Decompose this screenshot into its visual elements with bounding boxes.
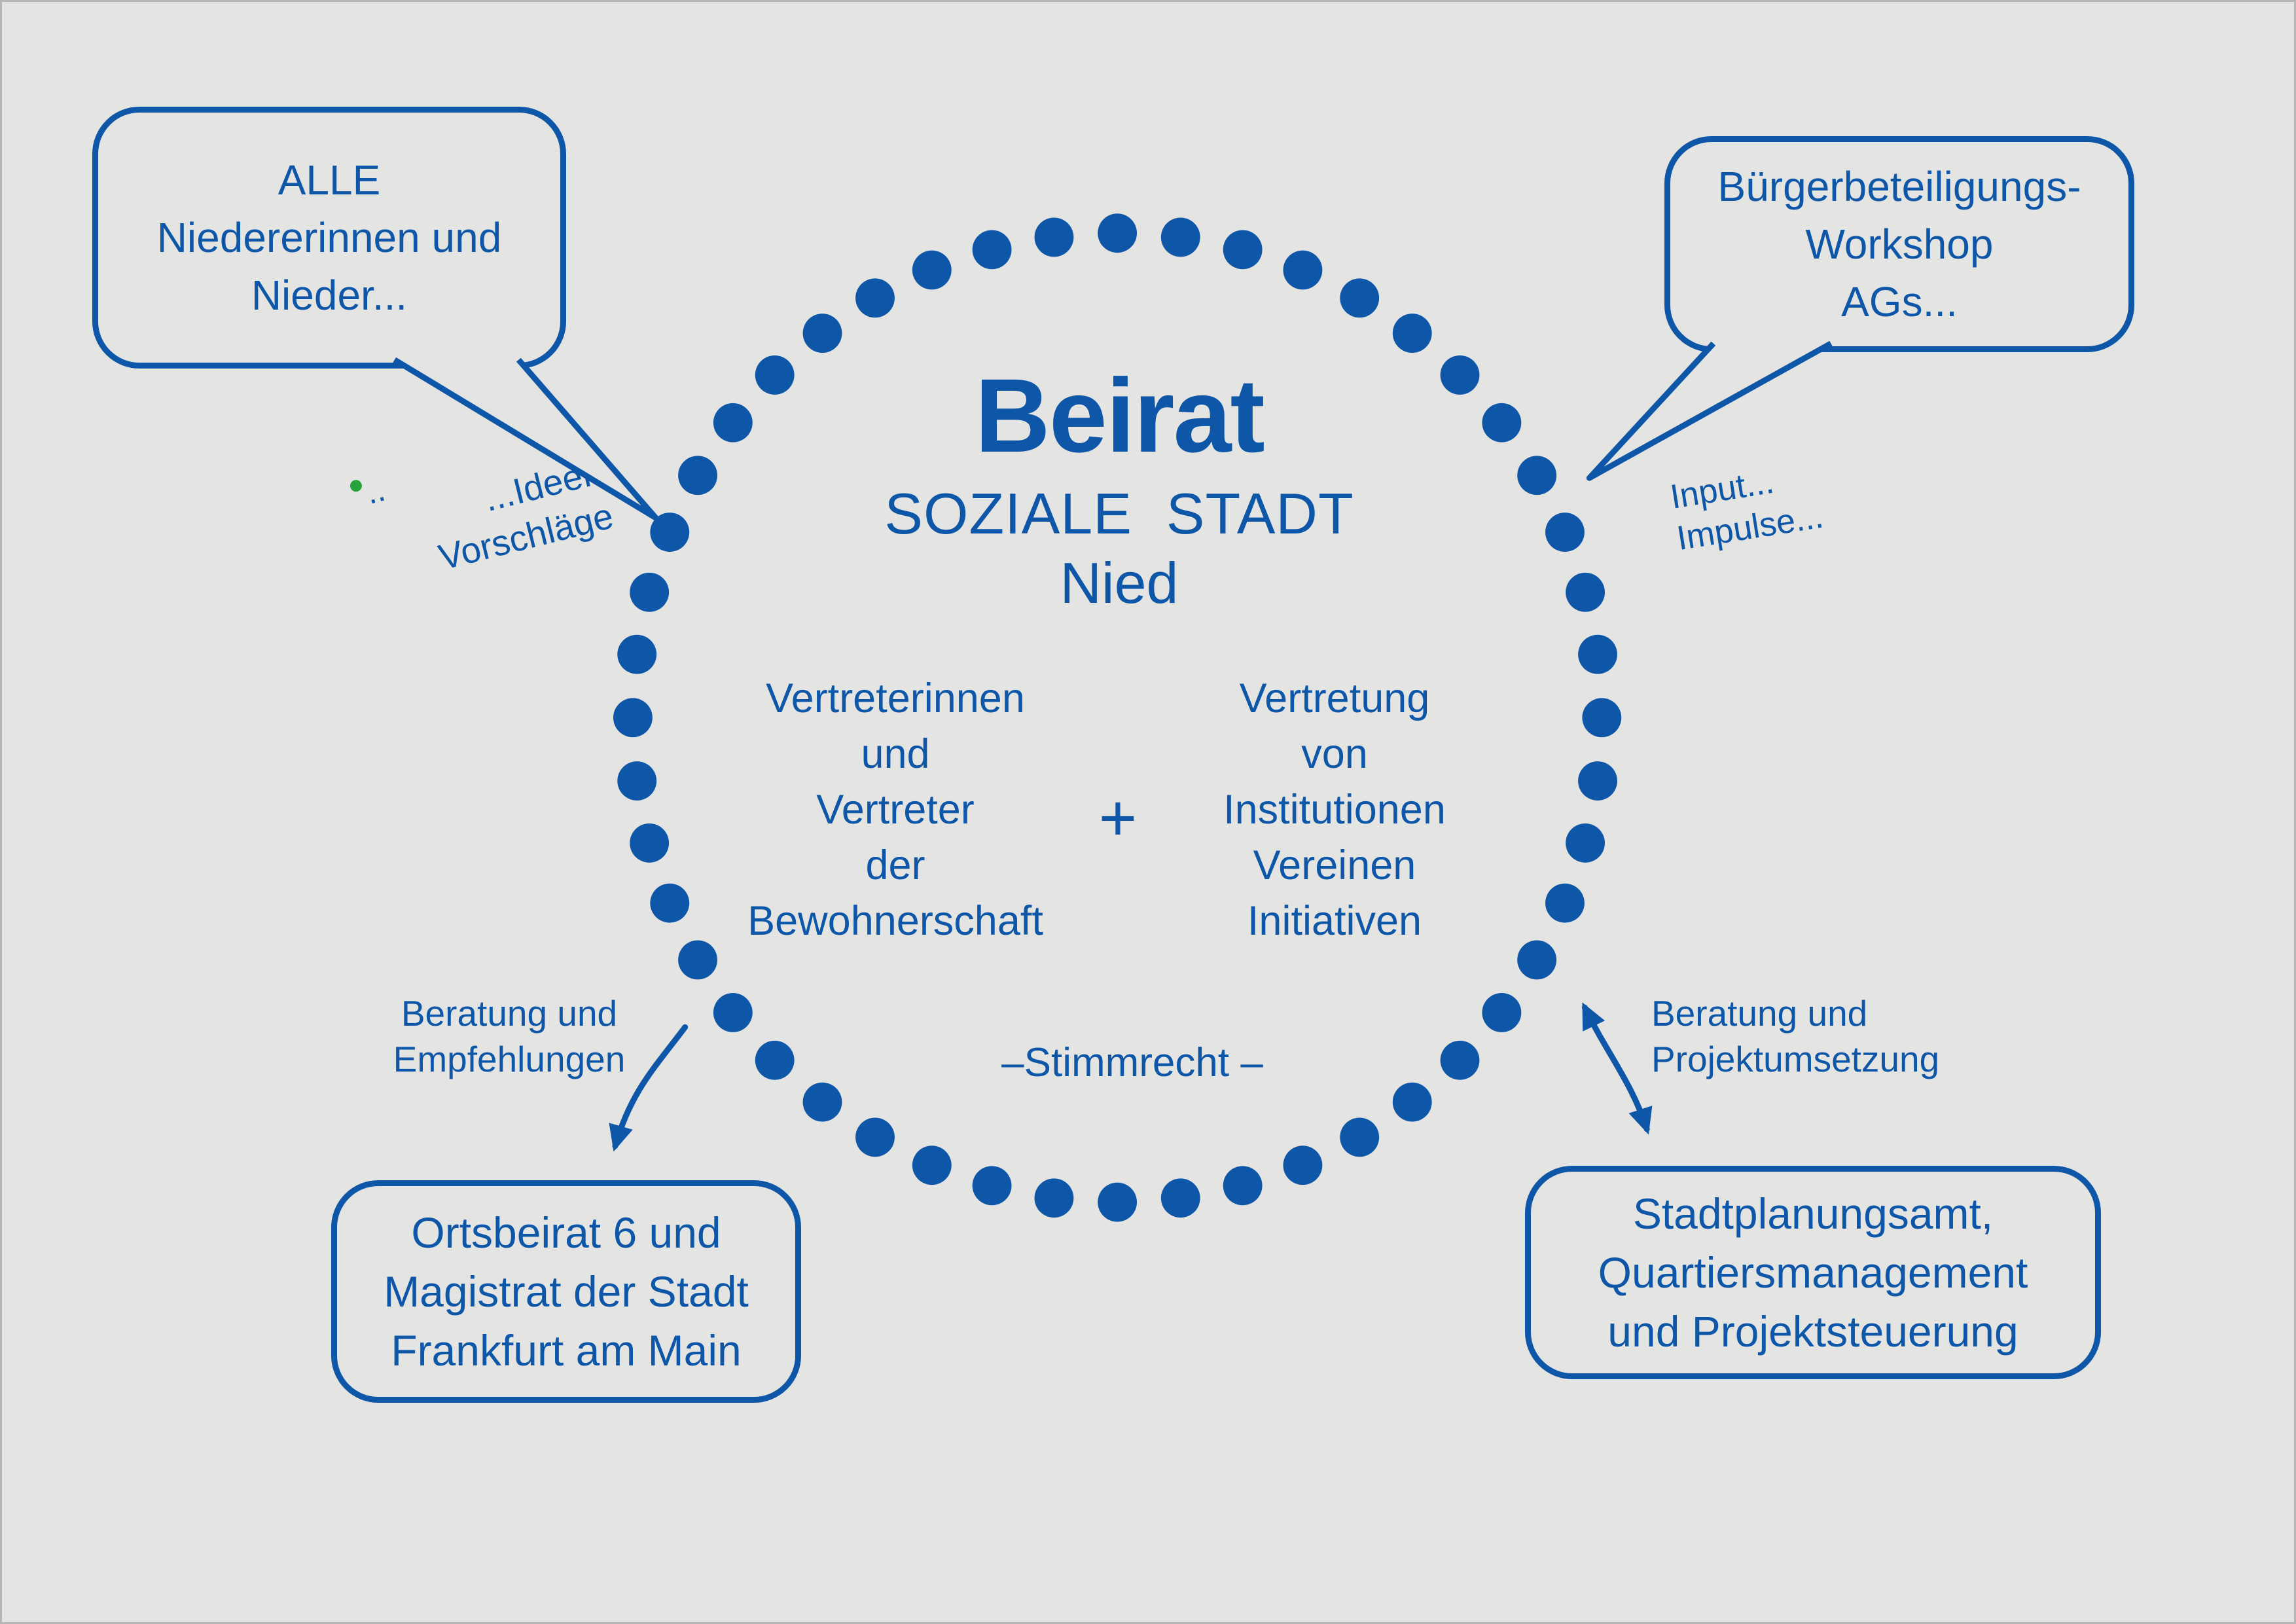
ring-dot [1223,1166,1263,1206]
voting-rights-label: –Stimmrecht – [1001,1040,1263,1085]
box-line: Magistrat der Stadt [384,1267,749,1316]
column-line: Initiativen [1247,898,1422,944]
label-line: Beratung und [401,993,618,1034]
label-beratung-empfehlungen: Beratung und Empfehlungen [388,990,630,1082]
box-line: Ortsbeirat 6 und [411,1208,721,1257]
bubble-line: Bürgerbeteiligungs- [1717,163,2081,210]
ring-dot [650,883,690,923]
box-ortsbeirat: Ortsbeirat 6 und Magistrat der Stadt Fra… [331,1180,801,1403]
box-line: und Projektsteuerung [1607,1307,2018,1356]
ring-dot [912,1146,952,1185]
column-line: Vertreterinnen [766,676,1025,721]
ring-dot [755,1040,795,1080]
ring-dot [972,1166,1012,1206]
bubble-line: AGs... [1841,278,1958,325]
ring-dot [1578,634,1617,674]
ring-dot [1517,456,1557,496]
column-line: der [865,842,925,888]
ring-dot [1283,1146,1323,1185]
column-line: Bewohnerschaft [747,898,1043,944]
label-line: Projektumsetzung [1651,1039,1940,1079]
ring-dot [912,250,952,290]
label-beratung-projektumsetzung: Beratung und Projektumsetzung [1651,990,1979,1082]
bubble-line: Workshop [1805,221,1994,268]
residents-column: Vertreterinnen und Vertreter der Bewohne… [712,671,1079,949]
ring-dot [1098,213,1138,253]
ring-dot [1566,572,1605,612]
ring-dot [1392,314,1432,353]
label-line: Beratung und [1651,993,1868,1034]
ring-dot [1545,513,1585,552]
green-dot [350,480,362,492]
ring-dot [1517,940,1557,980]
label-line: Empfehlungen [393,1039,626,1079]
ring-dot [1392,1082,1432,1122]
ring-dot [1340,278,1380,318]
ring-dot [678,456,717,496]
ring-dot [802,314,842,353]
column-line: Vereinen [1253,842,1416,888]
institutions-column: Vertretung von Institutionen Vereinen In… [1151,671,1518,949]
bubble-alle-niedererinnen: ALLE Niedererinnen und Nieder... [92,107,566,369]
arrow-circle-stadtplanungsamt [1581,1002,1653,1135]
bubble-buergerbeteiligung: Bürgerbeteiligungs- Workshop AGs... [1664,136,2134,352]
ring-dot [1482,993,1522,1032]
column-line: von [1301,731,1368,777]
ring-dot [972,230,1012,270]
ring-dot [1034,1178,1074,1218]
bubble-line: Nieder... [251,272,408,319]
ring-dot [1578,761,1617,801]
box-line: Stadtplanungsamt, [1632,1189,1994,1238]
ring-dot [630,823,670,863]
box-line: Quartiersmanagement [1598,1248,2028,1297]
ring-dot [855,1117,895,1157]
box-line: Frankfurt am Main [391,1326,742,1375]
ring-dot [1566,823,1605,863]
ring-dot [1582,698,1622,738]
ring-dot [1283,250,1323,290]
note-input-impulse: Input... Impulse... [1668,434,1952,560]
ring-dot [617,761,657,801]
subtitle-soziale-stadt: SOZIALE STADT [884,481,1354,546]
ring-dot [1034,217,1074,257]
column-line: Vertretung [1239,676,1430,721]
column-line: Institutionen [1223,787,1446,833]
ring-dot [1440,1040,1480,1080]
ring-dot [1545,883,1585,923]
ring-dot [855,278,895,318]
ring-dot [613,698,653,738]
ring-dot [1223,230,1263,270]
ring-dot [630,572,670,612]
box-stadtplanungsamt: Stadtplanungsamt, Quartiersmanagement un… [1525,1166,2101,1379]
ring-dot [802,1082,842,1122]
column-line: und [861,731,930,777]
subtitle-nied: Nied [1060,550,1179,615]
bubble-line: ALLE [278,156,381,204]
ring-dot [1098,1182,1138,1222]
column-line: Vertreter [816,787,975,833]
plus-sign: + [1098,782,1138,855]
bubble-line: Niedererinnen und [156,214,502,261]
ring-dot [713,993,753,1032]
ring-dot [617,634,657,674]
title-beirat: Beirat [975,357,1265,474]
circle-title-block: Beirat SOZIALE STADT Nied [726,363,1512,616]
ring-dot [1160,1178,1200,1218]
ring-dot [1160,217,1200,257]
ring-dot [650,513,690,552]
ring-dot [1340,1117,1380,1157]
